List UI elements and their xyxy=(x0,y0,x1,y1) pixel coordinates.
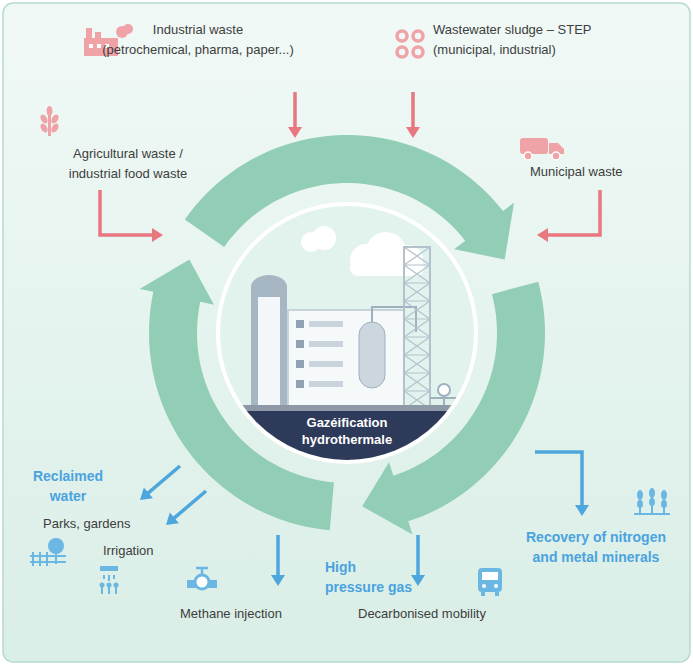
output-heading: Recovery of nitrogen and metal minerals xyxy=(526,527,666,567)
crops-icon xyxy=(634,488,670,514)
arrow-shaft xyxy=(147,466,180,494)
arrow-head xyxy=(288,127,302,138)
flow-label: Wastewater sludge – STEP (municipal, ind… xyxy=(433,20,591,60)
flow-arrow xyxy=(100,190,163,242)
cycle-ring xyxy=(140,135,545,535)
flow-arrow xyxy=(411,535,425,586)
flow-arrow xyxy=(288,92,302,138)
flow-label: Irrigation xyxy=(103,541,154,561)
flow-label: Parks, gardens xyxy=(43,514,130,534)
arrow-head xyxy=(575,505,589,516)
arrow-shaft xyxy=(411,92,415,129)
flow-label: Agricultural waste / industrial food was… xyxy=(69,144,188,184)
arrow-head xyxy=(140,488,153,500)
arrow-head xyxy=(152,228,163,242)
flow-arrow xyxy=(537,190,600,242)
output-heading: Reclaimed water xyxy=(33,466,103,506)
arrow-head xyxy=(271,575,285,586)
arrow-head xyxy=(537,228,548,242)
flow-arrow xyxy=(271,535,285,586)
flow-label: Methane injection xyxy=(180,604,282,624)
wastewater-icon xyxy=(397,31,423,57)
arrow-shaft xyxy=(416,535,420,577)
bus-icon xyxy=(478,568,502,596)
arrow-shaft xyxy=(546,190,600,235)
arrow-shaft xyxy=(535,452,582,507)
valve-icon xyxy=(187,568,217,589)
irrigation-icon xyxy=(100,566,119,594)
node-label: Gazéification hydrothermale xyxy=(302,414,392,448)
arrow-head xyxy=(406,127,420,138)
park-icon xyxy=(30,538,66,566)
arrow-head xyxy=(166,513,179,525)
flow-arrow xyxy=(406,92,420,138)
arrow-shaft xyxy=(293,92,297,129)
arrow-shaft xyxy=(173,491,206,519)
arrow-head xyxy=(411,575,425,586)
flow-label: Industrial waste (petrochemical, pharma,… xyxy=(102,20,293,60)
arrow-shaft xyxy=(276,535,280,577)
flow-label: Decarbonised mobility xyxy=(358,604,486,624)
flow-arrow xyxy=(140,466,180,500)
wheat-icon xyxy=(39,106,60,136)
flow-label: Municipal waste xyxy=(530,162,623,182)
arrow-shaft xyxy=(100,190,154,235)
flow-arrow xyxy=(535,452,589,516)
process-circle: Gazéification hydrothermale xyxy=(216,202,478,464)
output-heading: High pressure gas xyxy=(325,557,412,597)
flow-arrow xyxy=(166,491,206,525)
truck-icon xyxy=(520,138,564,160)
panel xyxy=(3,3,690,662)
